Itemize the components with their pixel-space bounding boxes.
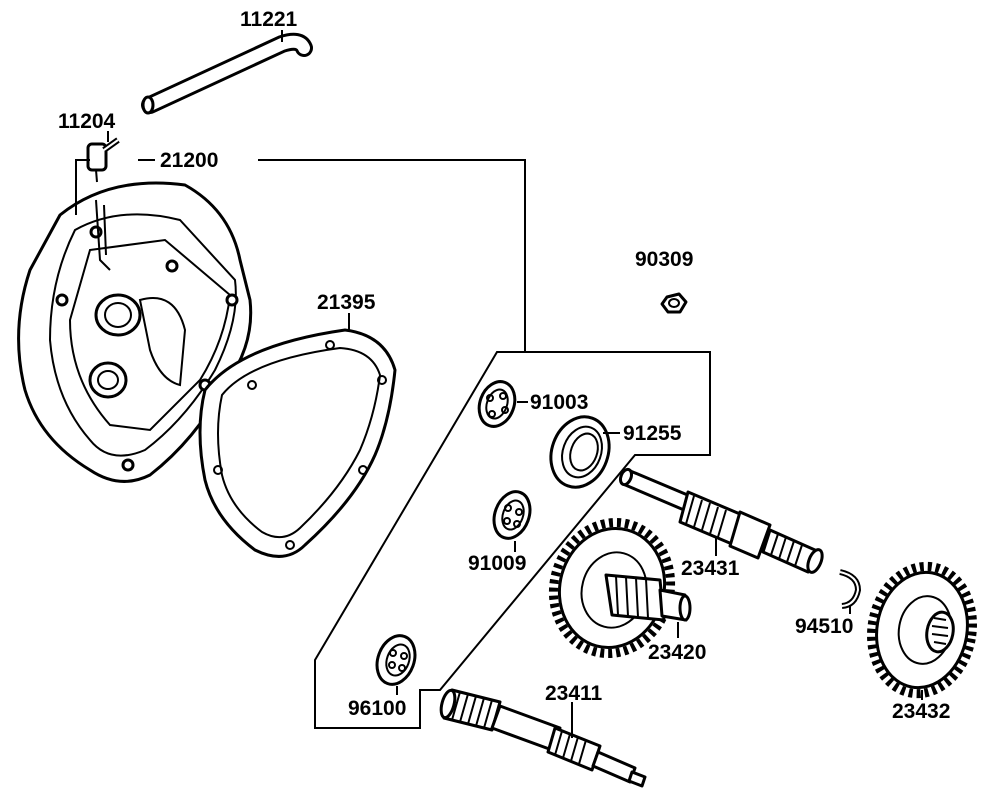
part-number-21395: 21395 [317,291,376,314]
intermediate-gear[interactable] [539,509,692,667]
part-number-90309: 90309 [635,248,693,271]
leader-21200-case [75,159,90,215]
case-gasket[interactable] [198,328,397,558]
breather-fitting[interactable] [86,137,120,183]
part-number-91003: 91003 [530,391,588,414]
nut[interactable] [660,292,688,314]
breather-hose[interactable] [141,32,313,115]
circlip[interactable] [839,569,862,609]
bearing-group-outline [314,351,711,729]
part-number-23411: 23411 [545,682,603,705]
leader-21200-b [258,159,526,352]
part-number-91255: 91255 [623,422,682,445]
bearing-91003[interactable] [473,377,521,432]
part-number-21200: 21200 [160,149,218,172]
bearing-96100[interactable] [371,630,422,689]
counter-shaft[interactable] [618,467,825,575]
part-number-23431: 23431 [681,557,740,580]
part-number-23420: 23420 [648,641,706,664]
transmission-case[interactable] [17,181,253,483]
part-number-91009: 91009 [468,552,526,575]
bearing-91009[interactable] [488,487,536,544]
part-number-11221: 11221 [240,8,298,31]
part-number-96100: 96100 [348,697,406,720]
final-gear[interactable] [862,558,983,701]
part-number-11204: 11204 [58,110,116,133]
drive-shaft[interactable] [439,688,647,788]
part-number-94510: 94510 [795,615,853,638]
oil-seal[interactable] [541,409,618,496]
part-number-23432: 23432 [892,700,950,723]
